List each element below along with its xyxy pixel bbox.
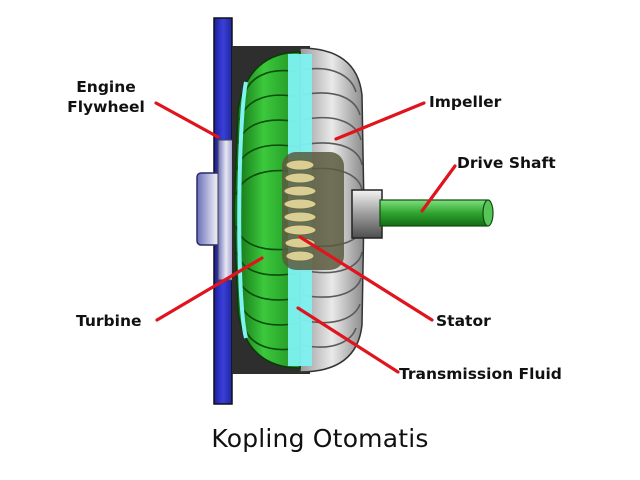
label-flywheel-line2: Flywheel xyxy=(67,98,145,116)
leader-transmission-fluid xyxy=(296,306,400,374)
label-stator: Stator xyxy=(436,312,491,330)
label-engine-line1: Engine xyxy=(76,78,136,96)
leader-stator xyxy=(298,235,434,322)
stator-assembly xyxy=(282,152,344,270)
leader-turbine xyxy=(155,256,264,322)
leader-lines xyxy=(154,101,457,374)
leader-drive-shaft xyxy=(420,164,457,213)
engine-flywheel xyxy=(196,17,236,405)
leader-impeller xyxy=(334,101,426,141)
diagram-caption: Kopling Otomatis xyxy=(211,424,429,453)
transmission-fluid-inner-rim xyxy=(237,81,248,339)
label-impeller: Impeller xyxy=(429,93,502,111)
label-transmission-fluid: Transmission Fluid xyxy=(399,365,562,383)
leader-engine-flywheel xyxy=(154,101,220,139)
drive-shaft-assembly xyxy=(351,189,494,239)
label-drive-shaft: Drive Shaft xyxy=(457,154,556,172)
label-turbine: Turbine xyxy=(76,312,142,330)
